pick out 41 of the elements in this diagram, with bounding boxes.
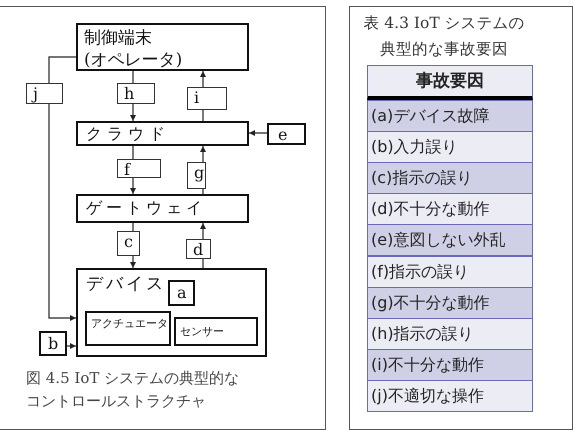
tag-box [39, 331, 67, 356]
table-caption: 表 4.3 IoT システムの典型的な事故要因 [362, 13, 526, 60]
process-box [76, 121, 249, 146]
table-cell: (b)入力誤り [367, 131, 533, 164]
process-box [76, 268, 267, 357]
edge-label: j [26, 83, 63, 104]
node-label: a [177, 282, 187, 304]
arrow [48, 56, 76, 321]
node-label: b [48, 333, 58, 355]
table-cell: (d)不十分な動作 [367, 193, 533, 226]
arrow [249, 130, 267, 136]
table-cell: (c)指示の誤り [367, 162, 533, 194]
node-label: e [278, 124, 288, 146]
arrow [67, 343, 76, 349]
edge-label: f [117, 159, 161, 178]
node-label: センサー [180, 324, 224, 340]
edge-label: h [117, 83, 155, 104]
table-cell: (g)不十分な動作 [367, 286, 533, 319]
process-box [174, 317, 258, 346]
figure-caption: 図 4.5 IoT システムの典型的なコントロールストラクチャ [26, 368, 240, 412]
node-label: クラウド [86, 123, 170, 145]
process-box [85, 311, 171, 346]
node-label: デバイス [86, 273, 166, 295]
node-label: ゲートウェイ [86, 197, 206, 219]
table-cell: (j)不適切な操作 [367, 380, 533, 412]
table-cell: (h)指示の誤り [367, 318, 533, 350]
table-cell: (e)意図しない外乱 [367, 224, 533, 256]
table-cell: (i)不十分な動作 [367, 348, 533, 381]
edge-label: d [186, 239, 211, 259]
tag-box [168, 280, 195, 306]
table-cell: (a)デバイス故障 [367, 100, 533, 132]
node-label: アクチュエータ [91, 316, 168, 332]
process-box [76, 23, 249, 71]
edge-label: i [187, 87, 227, 110]
edge-label: c [117, 231, 140, 256]
process-box [76, 194, 249, 223]
table-cell: (f)指示の誤り [367, 256, 533, 288]
edge-label: g [187, 162, 206, 189]
column-header: 事故要因 [367, 65, 533, 100]
tag-box [267, 123, 306, 145]
node-label: 制御端末(オペレータ) [84, 27, 182, 71]
